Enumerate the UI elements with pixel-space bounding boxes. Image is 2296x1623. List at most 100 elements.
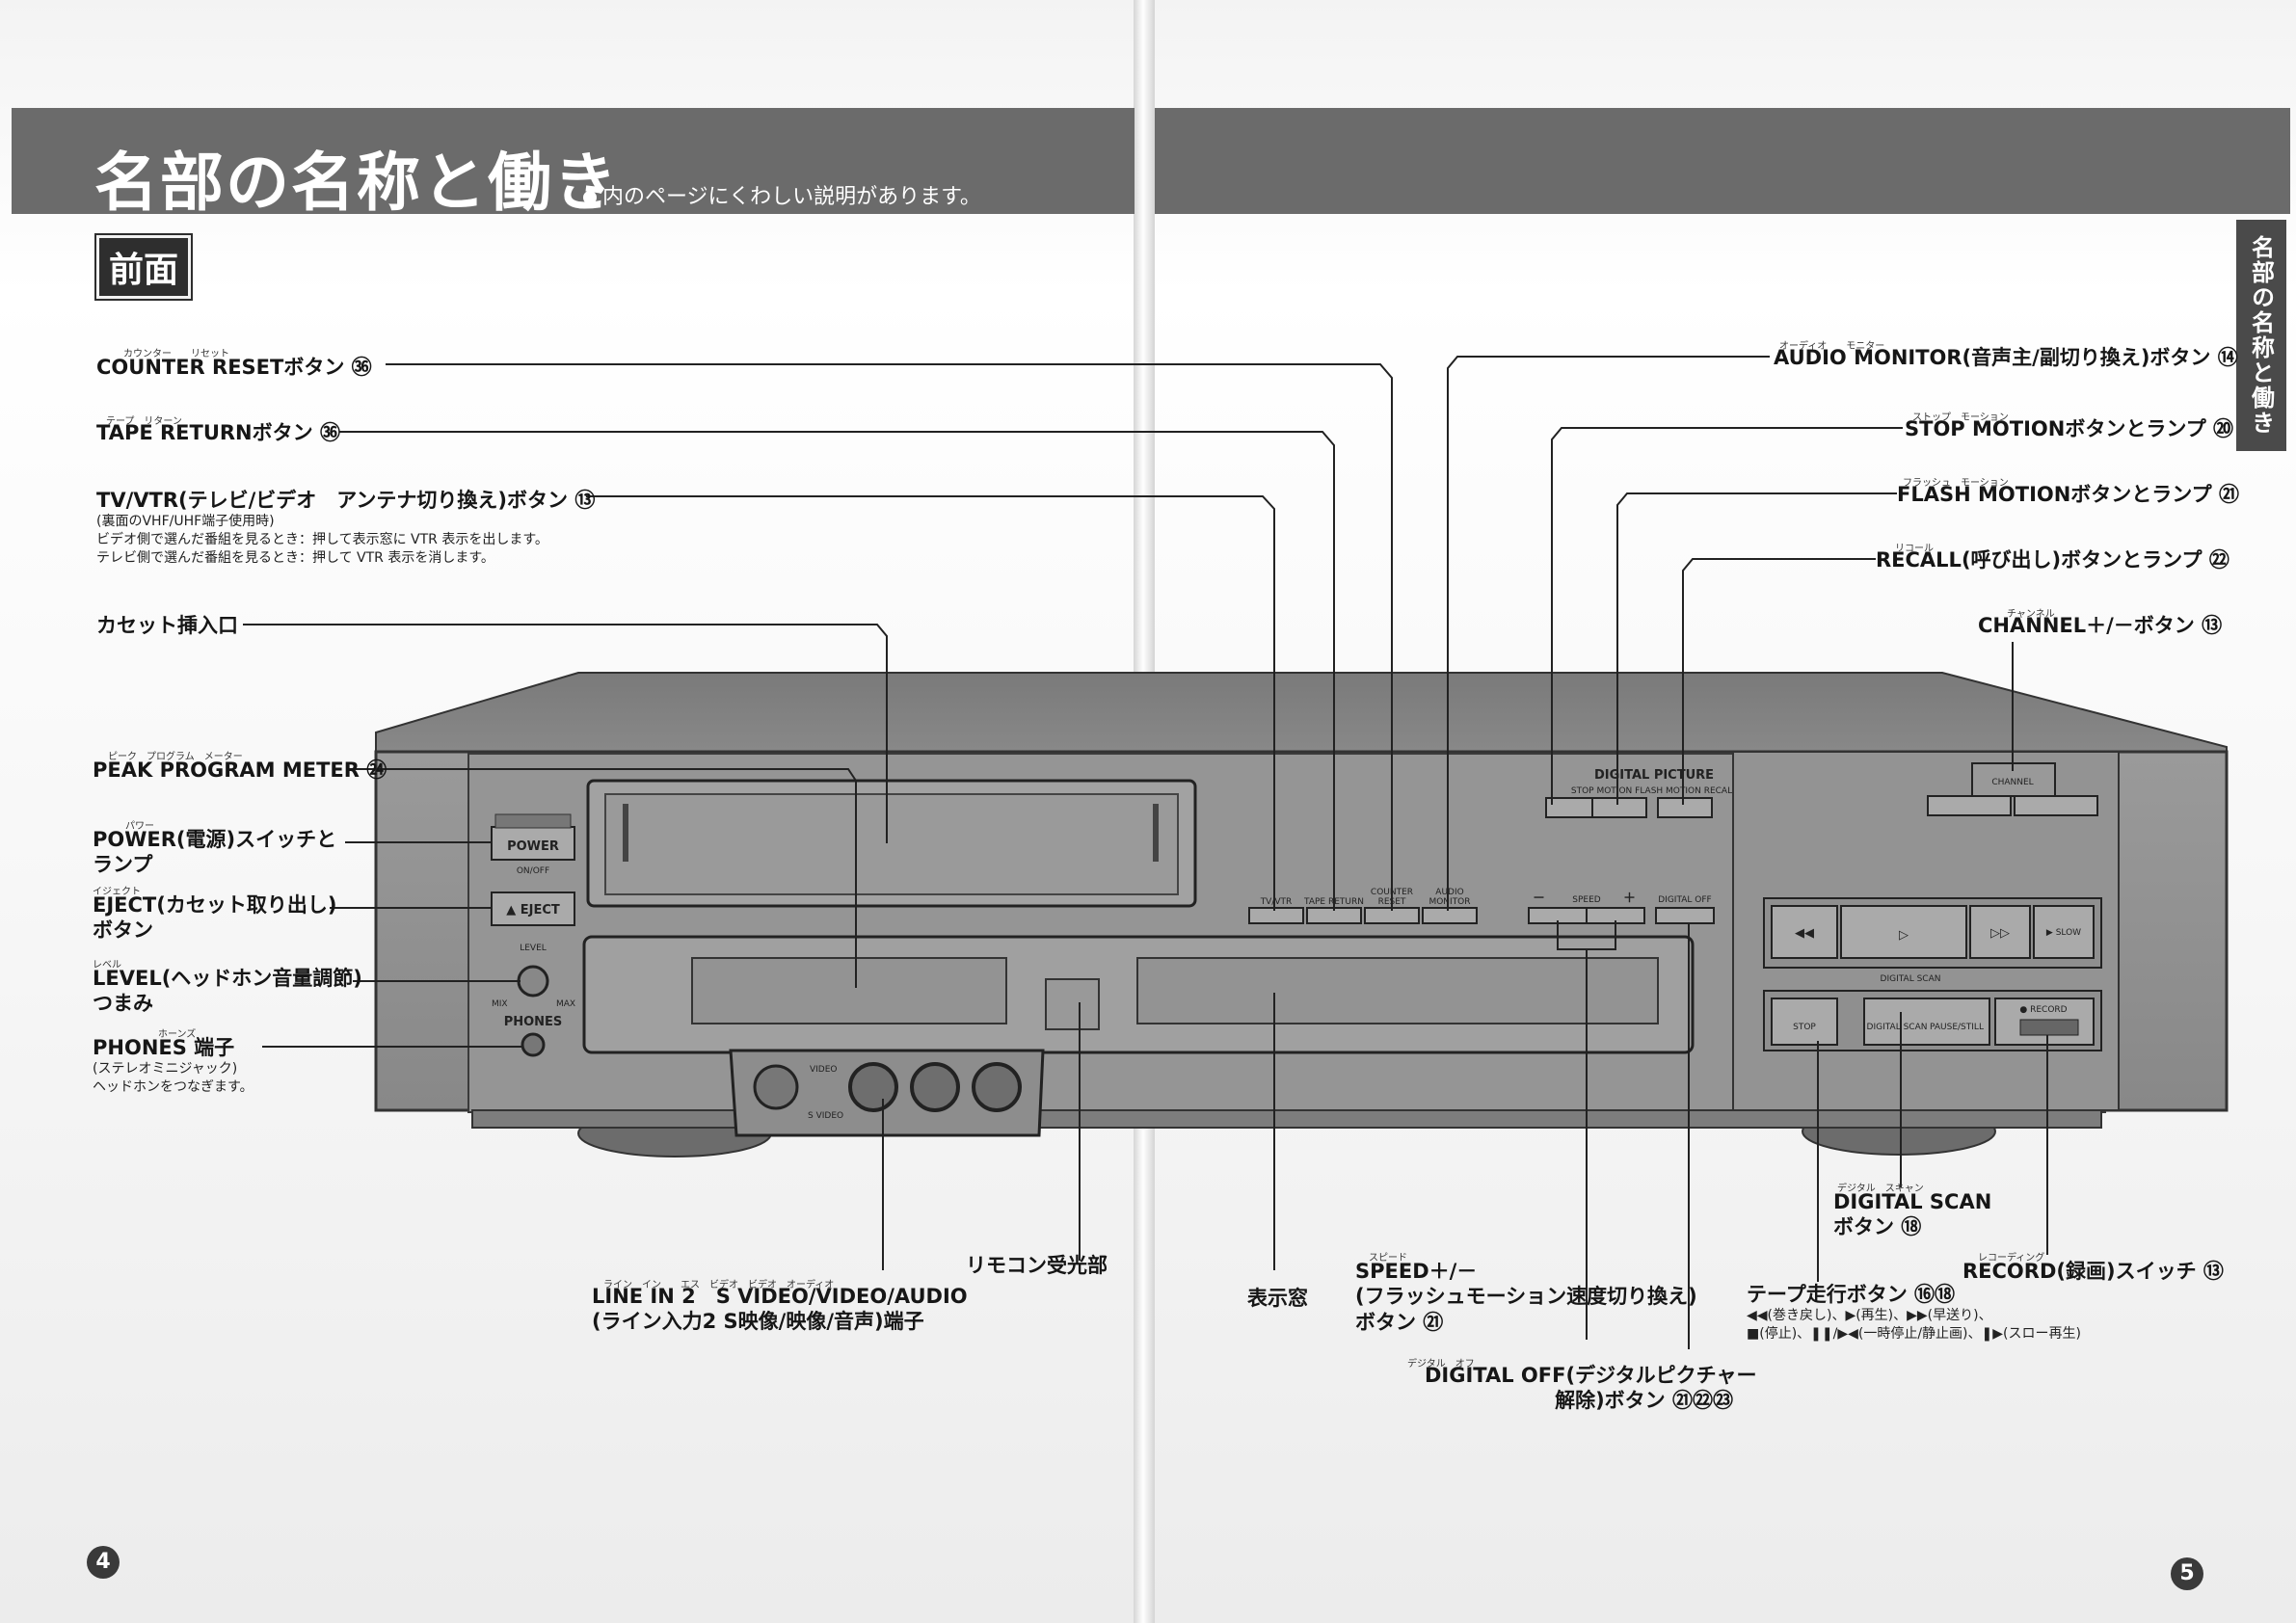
- channel-plus-shape: [2014, 795, 2098, 816]
- digital-scan-ruby: デジタル スキャン: [1837, 1184, 1924, 1194]
- label-tape-return: TAPE RETURNボタン ㊱: [96, 421, 340, 444]
- flash-motion-button-shape: [1591, 797, 1647, 818]
- digital-off-button-shape: [1655, 907, 1715, 924]
- leader-peak-meter: [349, 768, 857, 988]
- label-recall: RECALL(呼び出し)ボタンとランプ ㉒: [1876, 548, 2229, 572]
- tv-vtr-note-2: ビデオ側で選んだ番組を見るとき：押して表示窓に VTR 表示を出します。: [96, 531, 548, 547]
- stop-button-shape: [1771, 998, 1838, 1046]
- label-power-2: ランプ: [93, 853, 153, 877]
- audio-monitor-ruby: オーディオ モニター: [1779, 341, 1885, 352]
- tv-vtr-note-3: テレビ側で選んだ番組を見るとき：押して VTR 表示を消します。: [96, 549, 494, 566]
- label-audio-monitor: AUDIO MONITOR(音声主/副切り換え)ボタン ⑭: [1774, 346, 2238, 369]
- tv-vtr-note-1: (裏面のVHF/UHF端子使用時): [96, 514, 275, 529]
- ff-button-shape: [1969, 905, 2031, 959]
- on-off-text: ON/OFF: [517, 866, 549, 876]
- leader-cassette-slot: [243, 624, 888, 843]
- play-button-shape: [1840, 905, 1967, 959]
- label-level: LEVEL(ヘッドホン音量調節) つまみ: [93, 966, 362, 1017]
- record-ruby: レコーディング: [1978, 1253, 2045, 1264]
- leader-flash-motion: [1616, 492, 1897, 805]
- label-level-1: LEVEL(ヘッドホン音量調節): [93, 967, 362, 990]
- slow-button-shape: [2033, 905, 2095, 959]
- peak-meter-ruby: ピーク プログラム メーター: [108, 752, 243, 762]
- level-knob: [517, 965, 549, 998]
- label-digital-off-1: DIGITAL OFF(デジタルピクチャー: [1425, 1364, 1757, 1387]
- digital-scan-text: DIGITAL SCAN: [1881, 974, 1941, 984]
- remote-sensor: [1045, 978, 1100, 1030]
- label-speed-3: ボタン ㉑: [1355, 1310, 1444, 1334]
- s-video-jack: [753, 1064, 799, 1110]
- peak-meter-window: [691, 957, 1007, 1024]
- label-peak-meter: PEAK PROGRAM METER ㉔: [93, 758, 387, 782]
- label-cassette-slot: カセット挿入口: [96, 614, 238, 637]
- line-in-ruby: ライン イン エス ビデオ ビデオ オーディオ: [603, 1280, 835, 1290]
- audio-monitor-button-shape: [1422, 907, 1478, 924]
- audio-text: AUDIO: [1435, 888, 1463, 897]
- minus-text: －: [1533, 891, 1545, 906]
- header-band-left: [12, 108, 1135, 214]
- speed-text: SPEED: [1572, 895, 1601, 905]
- label-eject-2: ボタン: [93, 918, 153, 943]
- play-glyph: ▷: [1899, 928, 1909, 943]
- power-ruby: パワー: [125, 821, 154, 832]
- label-tv-vtr: TV/VTR(テレビ/ビデオ アンテナ切り換え)ボタン ⑬: [96, 489, 596, 512]
- leader-counter-reset: [386, 363, 1393, 911]
- label-eject-1: EJECT(カセット取り出し): [93, 893, 337, 917]
- cassette-door: [604, 793, 1179, 895]
- leader-tv-vtr: [586, 495, 1275, 911]
- tv-vtr-text: TV/VTR: [1260, 897, 1293, 907]
- eject-text: ▲ EJECT: [506, 903, 560, 918]
- tv-vtr-button-shape: [1248, 907, 1304, 924]
- plus-text: ＋: [1623, 891, 1636, 906]
- power-text: POWER: [507, 839, 559, 854]
- video-jack-text: VIDEO: [810, 1065, 838, 1075]
- eject-button-shape: [491, 891, 575, 926]
- phones-jack: [521, 1032, 546, 1057]
- rewind-glyph: ◀◀: [1795, 926, 1814, 941]
- flash-motion-ruby: フラッシュ モーション: [1903, 478, 2009, 489]
- leader-stop-motion: [1551, 427, 1903, 805]
- subtitle-text: 内のページにくわしい説明があります。: [602, 185, 981, 209]
- label-record: RECORD(録画)スイッチ ⑬: [1962, 1260, 2224, 1283]
- slot-guide-right: [1153, 804, 1159, 862]
- digital-off-ruby: デジタル オフ: [1407, 1359, 1475, 1370]
- slow-text: ▶ SLOW: [2046, 928, 2081, 938]
- audio-r-jack: [972, 1062, 1022, 1112]
- leader-tape-return: [339, 431, 1335, 911]
- record-slider: [2019, 1019, 2079, 1036]
- mix-text: MIX: [492, 999, 508, 1009]
- label-display: 表示窓: [1247, 1287, 1308, 1310]
- side-tab: 名部の名称と働き: [2236, 220, 2286, 451]
- stop-motion-ruby: ストップ モーション: [1912, 412, 2009, 423]
- label-speed-1: SPEED＋/－: [1355, 1260, 1478, 1283]
- label-tape-buttons: テープ走行ボタン ⑯⑱: [1747, 1283, 1956, 1306]
- label-digital-scan-2: ボタン ⑱: [1833, 1215, 1922, 1239]
- page-subtitle: 内のページにくわしい説明があります。: [583, 179, 981, 210]
- label-digital-scan-1: DIGITAL SCAN: [1833, 1190, 1992, 1213]
- level-ruby: レベル: [93, 960, 121, 971]
- ff-glyph: ▷▷: [1990, 926, 2010, 941]
- audio-l-jack: [910, 1062, 960, 1112]
- label-digital-off-2: 解除)ボタン ㉑㉒㉓: [1555, 1389, 1733, 1413]
- pause-still-text: PAUSE/STILL: [1930, 1023, 1984, 1032]
- bullet-icon: [583, 191, 597, 204]
- channel-text: CHANNEL: [1991, 778, 2033, 787]
- channel-minus-shape: [1927, 795, 2012, 816]
- dp-buttons-text: STOP MOTION FLASH MOTION RECALL: [1571, 786, 1737, 796]
- digital-off-text: DIGITAL OFF: [1658, 895, 1711, 905]
- slot-guide-left: [623, 804, 628, 862]
- label-flash-motion: FLASH MOTIONボタンとランプ ㉑: [1897, 483, 2239, 506]
- eject-ruby: イジェクト: [93, 887, 141, 897]
- label-digital-scan: DIGITAL SCAN ボタン ⑱: [1833, 1189, 1991, 1240]
- phones-note-1: (ステレオミニジャック): [93, 1061, 238, 1077]
- leader-lines: [243, 356, 2048, 1349]
- recall-button-shape: [1657, 797, 1713, 818]
- level-text: LEVEL: [520, 944, 547, 953]
- record-text: ● RECORD: [2019, 1005, 2067, 1015]
- tape-return-ruby: テープ リターン: [106, 416, 182, 427]
- s-video-jack-text: S VIDEO: [808, 1111, 843, 1121]
- digital-picture-text: DIGITAL PICTURE: [1594, 768, 1714, 783]
- phones-note: (ステレオミニジャック) ヘッドホンをつなぎます。: [93, 1060, 254, 1097]
